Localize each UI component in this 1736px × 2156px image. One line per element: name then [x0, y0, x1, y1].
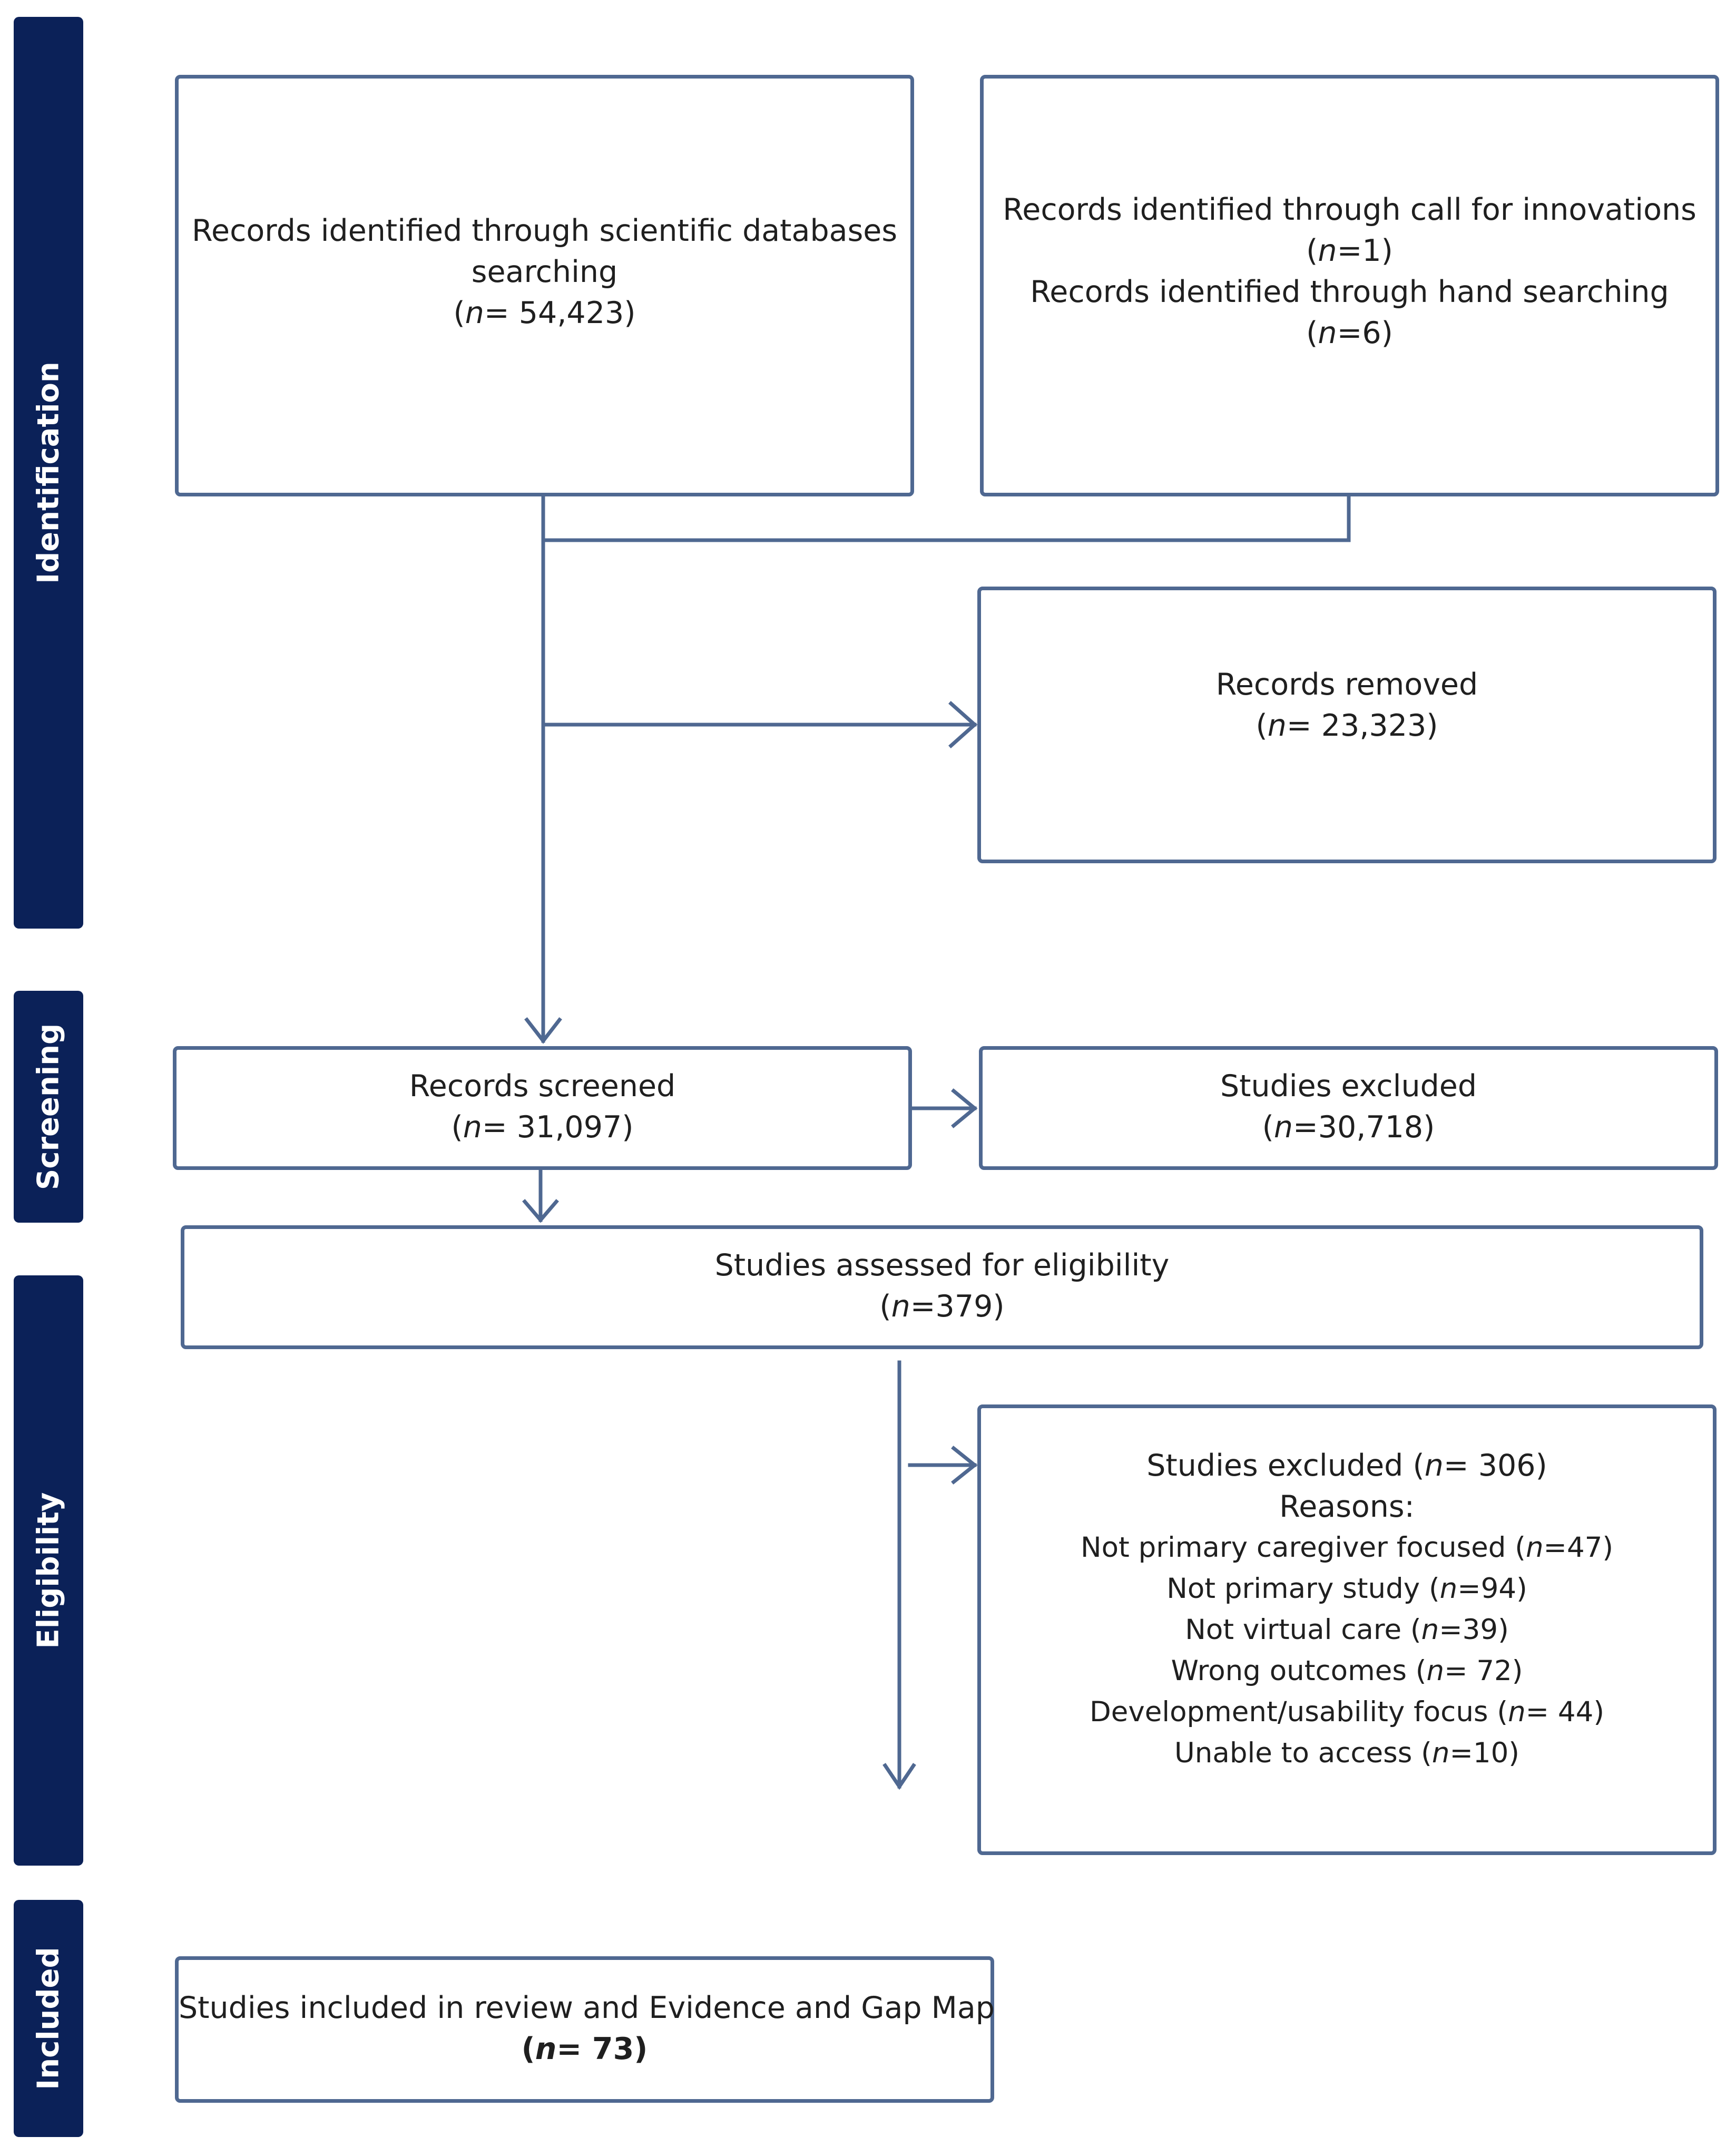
call-innovations-label: Records identified through call for inno… [1003, 192, 1696, 227]
removed-arrowhead [948, 701, 978, 748]
eligibility-count: (n=379) [879, 1289, 1005, 1324]
reason-item: Development/usability focus (n= 44) [1089, 1696, 1605, 1728]
databases-line2: searching [471, 255, 618, 289]
reasons-label: Reasons: [1279, 1489, 1415, 1524]
box-screening-excluded: Studies excluded (n=30,718) [979, 1046, 1718, 1170]
box-other-sources: Records identified through call for inno… [980, 75, 1719, 496]
reason-item: Not primary caregiver focused (n=47) [1080, 1531, 1614, 1564]
reason-item: Wrong outcomes (n= 72) [1171, 1655, 1523, 1687]
databases-count: (n= 54,423) [453, 296, 636, 330]
screen-excluded-label: Studies excluded [1220, 1069, 1477, 1104]
hand-search-count: (n=6) [1306, 316, 1393, 350]
reason-item: Unable to access (n=10) [1174, 1737, 1519, 1769]
elig-excluded-label: Studies excluded (n= 306) [1146, 1448, 1547, 1483]
stage-screening: Screening [14, 991, 83, 1223]
box-records-screened: Records screened (n= 31,097) [173, 1046, 912, 1170]
stage-identification: Identification [14, 17, 83, 929]
elig-arrowhead [522, 1199, 559, 1223]
box-database-records: Records identified through scientific da… [175, 75, 914, 496]
screen-excluded-count: (n=30,718) [1262, 1110, 1435, 1145]
included-label: Studies included in review and Evidence … [179, 1991, 995, 2025]
removed-count: (n= 23,323) [1256, 708, 1438, 743]
box-studies-included: Studies included in review and Evidence … [175, 1956, 995, 2103]
elig-down-arrowhead [882, 1763, 916, 1790]
databases-line1: Records identified through scientific da… [191, 213, 898, 248]
box-eligibility-excluded: Studies excluded (n= 306) Reasons: Not p… [977, 1404, 1717, 1855]
call-innovations-count: (n=1) [1306, 233, 1393, 268]
reason-item: Not primary study (n=94) [1166, 1573, 1527, 1605]
reason-item: Not virtual care (n=39) [1185, 1614, 1509, 1646]
screen-excl-arrowhead [951, 1088, 978, 1128]
screened-arrowhead [524, 1017, 562, 1044]
elig-excl-arrowhead [951, 1446, 978, 1485]
box-records-removed: Records removed (n= 23,323) [977, 587, 1717, 863]
removed-label: Records removed [1215, 667, 1478, 702]
screened-label: Records screened [409, 1069, 676, 1104]
stage-included: Included [14, 1900, 83, 2137]
included-count: (n= 73) [521, 2032, 648, 2066]
stage-eligibility: Eligibility [14, 1275, 83, 1866]
hand-search-label: Records identified through hand searchin… [1030, 275, 1669, 309]
eligibility-label: Studies assessed for eligibility [714, 1248, 1170, 1283]
box-eligibility-assessed: Studies assessed for eligibility (n=379) [181, 1225, 1703, 1349]
screened-count: (n= 31,097) [451, 1110, 634, 1145]
